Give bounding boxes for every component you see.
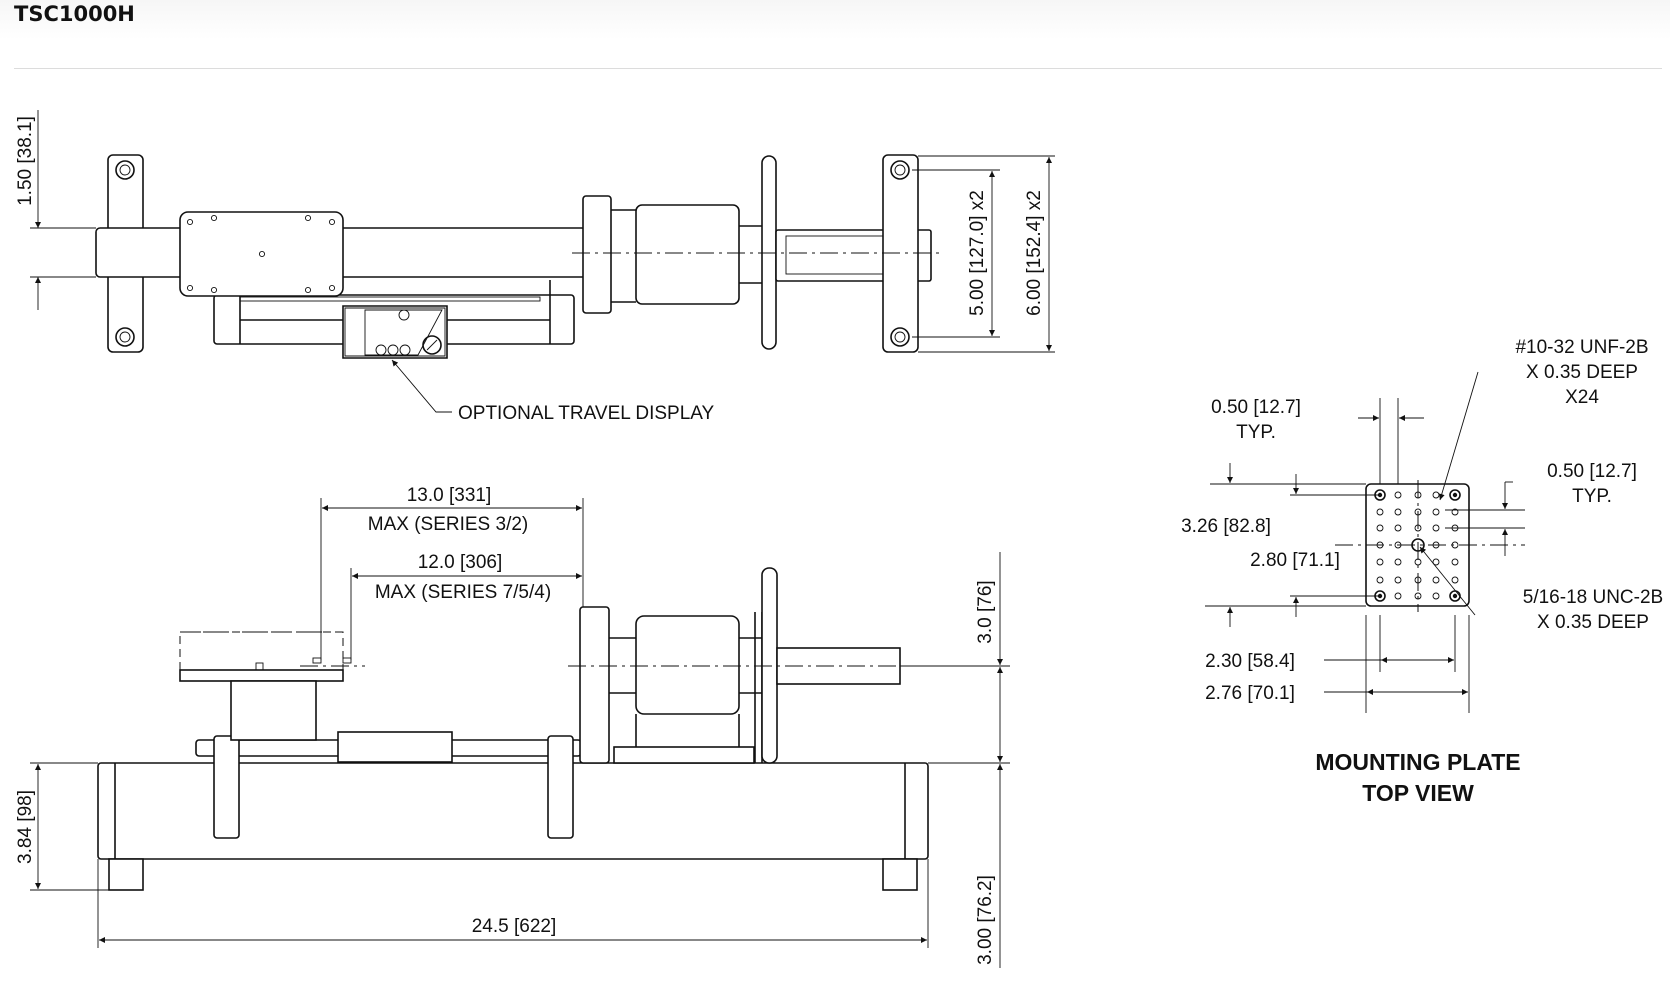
tapped-hole <box>1394 491 1402 499</box>
tapped-hole <box>1414 508 1422 516</box>
tapped-hole <box>1432 524 1440 532</box>
plate-caption-line2: TOP VIEW <box>1362 780 1474 806</box>
tapped-hole <box>1376 541 1384 549</box>
tapped-hole <box>1376 558 1384 566</box>
tapped-hole <box>1451 576 1459 584</box>
tapped-hole <box>1451 558 1459 566</box>
tapped-hole <box>1376 524 1384 532</box>
tapped-hole <box>1414 558 1422 566</box>
tapped-hole <box>1414 592 1422 600</box>
tapped-hole <box>1432 558 1440 566</box>
tapped-hole <box>1414 576 1422 584</box>
dim-plate-height-label: 3.26 [82.8] <box>1181 516 1271 537</box>
dim-max-32-note: MAX (SERIES 3/2) <box>368 514 529 535</box>
corner-hole-center <box>1452 593 1458 599</box>
dim-spacing-top-line2: TYP. <box>1236 422 1276 443</box>
tapped-hole <box>1394 524 1402 532</box>
center-hole <box>1411 538 1425 552</box>
header-divider <box>14 68 1662 69</box>
dim-spacing-right-line1: 0.50 [12.7] <box>1547 461 1637 482</box>
corner-hole <box>1449 489 1461 501</box>
tapped-hole <box>1394 592 1402 600</box>
tapped-hole <box>1432 508 1440 516</box>
tapped-hole <box>1394 541 1402 549</box>
callout-center-line1: 5/16-18 UNC-2B <box>1523 587 1663 608</box>
tapped-hole <box>1451 541 1459 549</box>
callout-thread-line1: #10-32 UNF-2B <box>1515 337 1648 358</box>
tapped-hole <box>1451 508 1459 516</box>
callout-display-label: OPTIONAL TRAVEL DISPLAY <box>458 403 715 424</box>
callout-center-line2: X 0.35 DEEP <box>1537 612 1649 633</box>
tapped-hole <box>1432 541 1440 549</box>
dim-plate-width-label: 2.76 [70.1] <box>1205 683 1295 704</box>
dim-shaft-height-label: 3.0 [76] <box>975 580 996 643</box>
dim-max-754-note: MAX (SERIES 7/5/4) <box>375 582 551 603</box>
corner-hole-center <box>1452 492 1458 498</box>
tapped-hole <box>1432 576 1440 584</box>
tapped-hole <box>1394 576 1402 584</box>
side-view: 13.0 [331] MAX (SERIES 3/2) 12.0 [306] M… <box>15 485 1010 968</box>
dim-height-label: 1.50 [38.1] <box>15 116 36 206</box>
tapped-hole <box>1394 508 1402 516</box>
dim-hole-width-label: 2.30 [58.4] <box>1205 651 1295 672</box>
tapped-hole <box>1432 592 1440 600</box>
callout-thread-line3: X24 <box>1565 387 1599 408</box>
dim-hole-height-label: 2.80 [71.1] <box>1250 550 1340 571</box>
dim-spacing-top-line1: 0.50 [12.7] <box>1211 397 1301 418</box>
page-header <box>0 0 1670 66</box>
tapped-hole <box>1376 508 1384 516</box>
tapped-hole <box>1414 491 1422 499</box>
dim-overall-height-label: 6.00 [152.4] x2 <box>1024 190 1045 316</box>
hole-grid <box>1374 489 1461 602</box>
dim-overall-length-label: 24.5 [622] <box>472 916 557 937</box>
dim-base-to-axis-label: 3.00 [76.2] <box>975 875 996 965</box>
mounting-plate-view: 0.50 [12.7] TYP. #10-32 UNF-2B X 0.35 DE… <box>1181 337 1663 806</box>
page-title: TSC1000H <box>14 2 135 26</box>
dim-spacing-right-line2: TYP. <box>1572 486 1612 507</box>
tapped-hole <box>1394 558 1402 566</box>
tapped-hole <box>1414 524 1422 532</box>
dim-max-754-value: 12.0 [306] <box>418 552 503 573</box>
tapped-hole <box>1376 576 1384 584</box>
dim-base-height-label: 3.84 [98] <box>15 790 36 864</box>
top-view: 1.50 [38.1] 5.00 [127.0] x2 6.00 [152.4]… <box>15 110 1055 424</box>
dim-hole-spacing-label: 5.00 [127.0] x2 <box>967 190 988 316</box>
callout-thread-line2: X 0.35 DEEP <box>1526 362 1638 383</box>
plate-caption-line1: MOUNTING PLATE <box>1315 749 1520 775</box>
dim-max-32-value: 13.0 [331] <box>407 485 492 506</box>
